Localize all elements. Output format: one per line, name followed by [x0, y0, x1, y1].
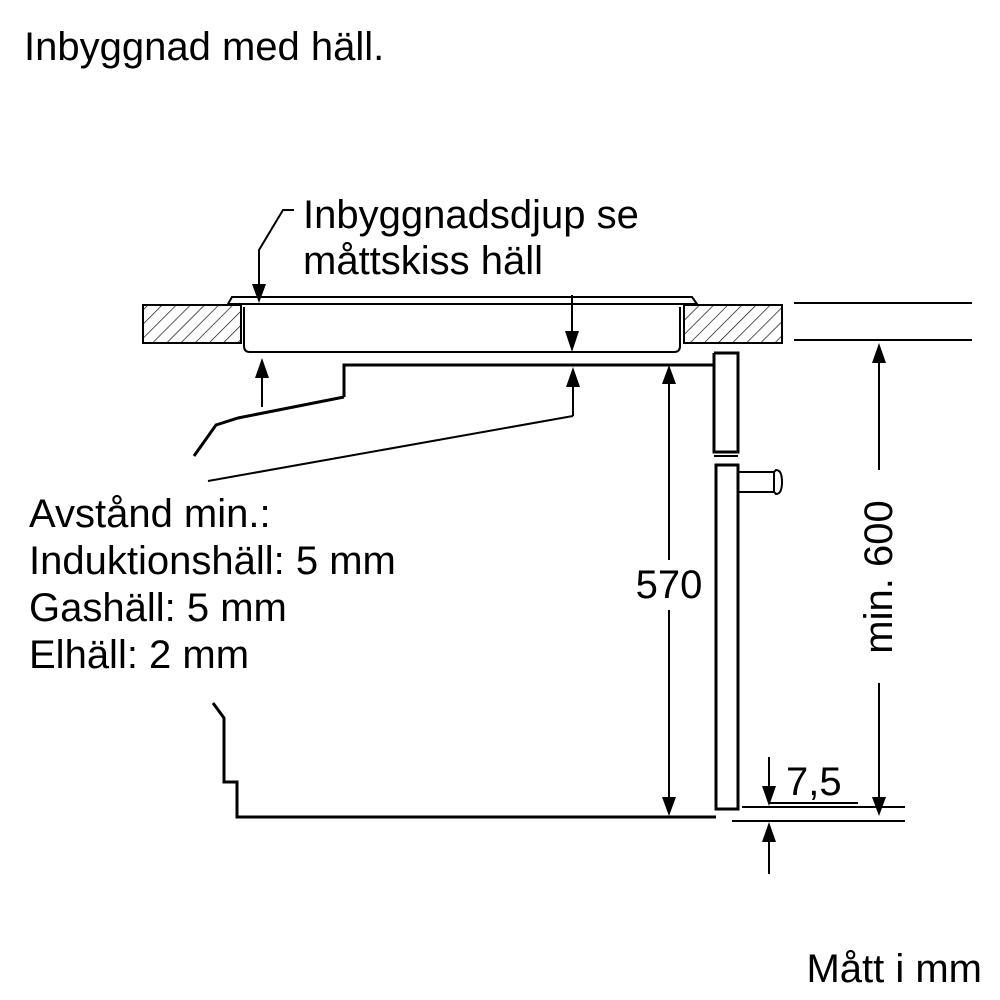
oven-bottom — [211, 702, 716, 819]
distance-note-line2: Induktionshäll: 5 mm — [29, 539, 396, 583]
bottom-offset-label: 7,5 — [786, 760, 842, 804]
hob-depth-note-line1: Inbyggnadsdjup se — [303, 193, 639, 237]
oven-height-label: 570 — [636, 563, 703, 607]
units-note: Mått i mm — [806, 947, 982, 991]
dimension-600 — [872, 343, 886, 816]
distance-note-line3: Gashäll: 5 mm — [29, 586, 287, 630]
niche-height-label: min. 600 — [857, 500, 901, 653]
hob-depth-note-line2: måttskiss häll — [303, 239, 543, 283]
worktop-right — [683, 304, 783, 344]
diagram-title: Inbyggnad med häll. — [24, 25, 384, 69]
distance-note-line4: Elhäll: 2 mm — [29, 633, 249, 677]
hob — [226, 296, 699, 353]
worktop-left — [142, 304, 242, 344]
clearance-leader — [207, 415, 574, 482]
distance-note-line1: Avstånd min.: — [29, 492, 271, 536]
oven-front — [712, 351, 740, 811]
hob-depth-arrow — [565, 295, 579, 352]
oven-knob — [738, 468, 784, 496]
clearance-arrow-right — [566, 367, 580, 416]
hob-note-leader — [252, 209, 294, 303]
clearance-arrow-left — [255, 358, 269, 407]
oven-top — [192, 363, 714, 457]
dimension-7-5 — [762, 757, 858, 874]
label-570-bg — [628, 560, 710, 610]
